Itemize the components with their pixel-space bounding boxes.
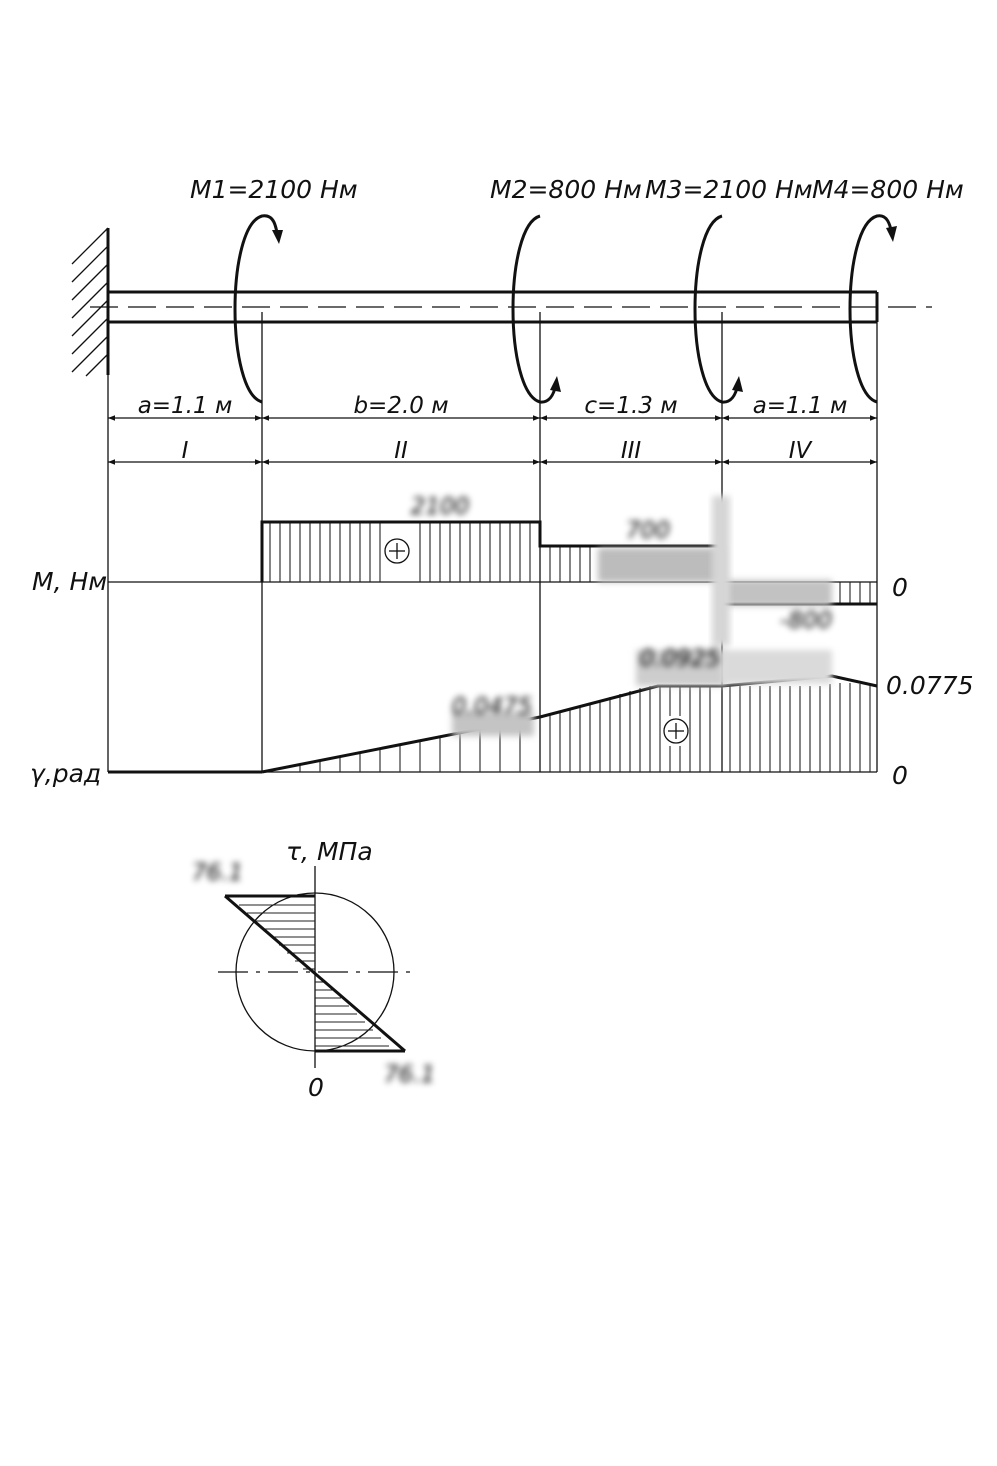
torque-label-m2: M2=800 Нм — [490, 175, 642, 204]
angle-hatching — [299, 683, 871, 772]
stress-axis-label: τ, МПа — [286, 837, 373, 866]
angle-axis-label: γ,рад — [30, 759, 101, 788]
angle-diagram — [108, 650, 878, 774]
length-label-a1: a=1.1 м — [138, 393, 233, 419]
torque-arrow-m2 — [511, 214, 561, 404]
segment-number-2: II — [394, 438, 408, 464]
stress-hatching — [239, 904, 389, 1047]
segment-number-1: I — [182, 438, 189, 464]
length-label-a2: a=1.1 м — [753, 393, 848, 419]
torque-label-m4: M4=800 Нм — [812, 175, 964, 204]
length-label-b: b=2.0 м — [353, 393, 448, 419]
moment-sign — [384, 538, 410, 564]
moment-value-700: 700 — [626, 518, 670, 544]
moment-diagram — [108, 496, 877, 646]
segment-number-4: IV — [789, 438, 814, 464]
moment-value-minus-800: -800 — [780, 608, 832, 634]
stress-bottom-value: 76.1 — [384, 1062, 435, 1088]
torque-label-m3: M3=2100 Нм — [645, 175, 813, 204]
torque-arrow-m4 — [848, 214, 897, 404]
length-label-c: c=1.3 м — [584, 393, 677, 419]
shear-stress-diagram — [218, 866, 412, 1068]
angle-value-0-0475: 0.0475 — [452, 694, 532, 720]
segment-number-3: III — [621, 438, 642, 464]
angle-sign — [663, 718, 689, 744]
stress-zero-label: 0 — [308, 1073, 324, 1102]
angle-value-0-0925: 0.0925 — [640, 646, 720, 672]
fixed-support-wall — [71, 227, 110, 377]
dimension-lines — [108, 415, 877, 465]
angle-end-label: 0.0775 — [886, 671, 973, 700]
moment-value-2100: 2100 — [411, 494, 470, 520]
torque-label-m1: M1=2100 Нм — [190, 175, 358, 204]
torque-arrow-m1 — [233, 214, 283, 404]
moment-axis-label: M, Нм — [32, 567, 107, 596]
stress-top-value: 76.1 — [192, 860, 243, 886]
moment-zero-label: 0 — [892, 573, 908, 602]
shaft — [90, 290, 932, 324]
angle-zero-label: 0 — [892, 761, 908, 790]
moment-hatching — [269, 522, 871, 604]
torque-arrow-m3 — [693, 214, 743, 404]
